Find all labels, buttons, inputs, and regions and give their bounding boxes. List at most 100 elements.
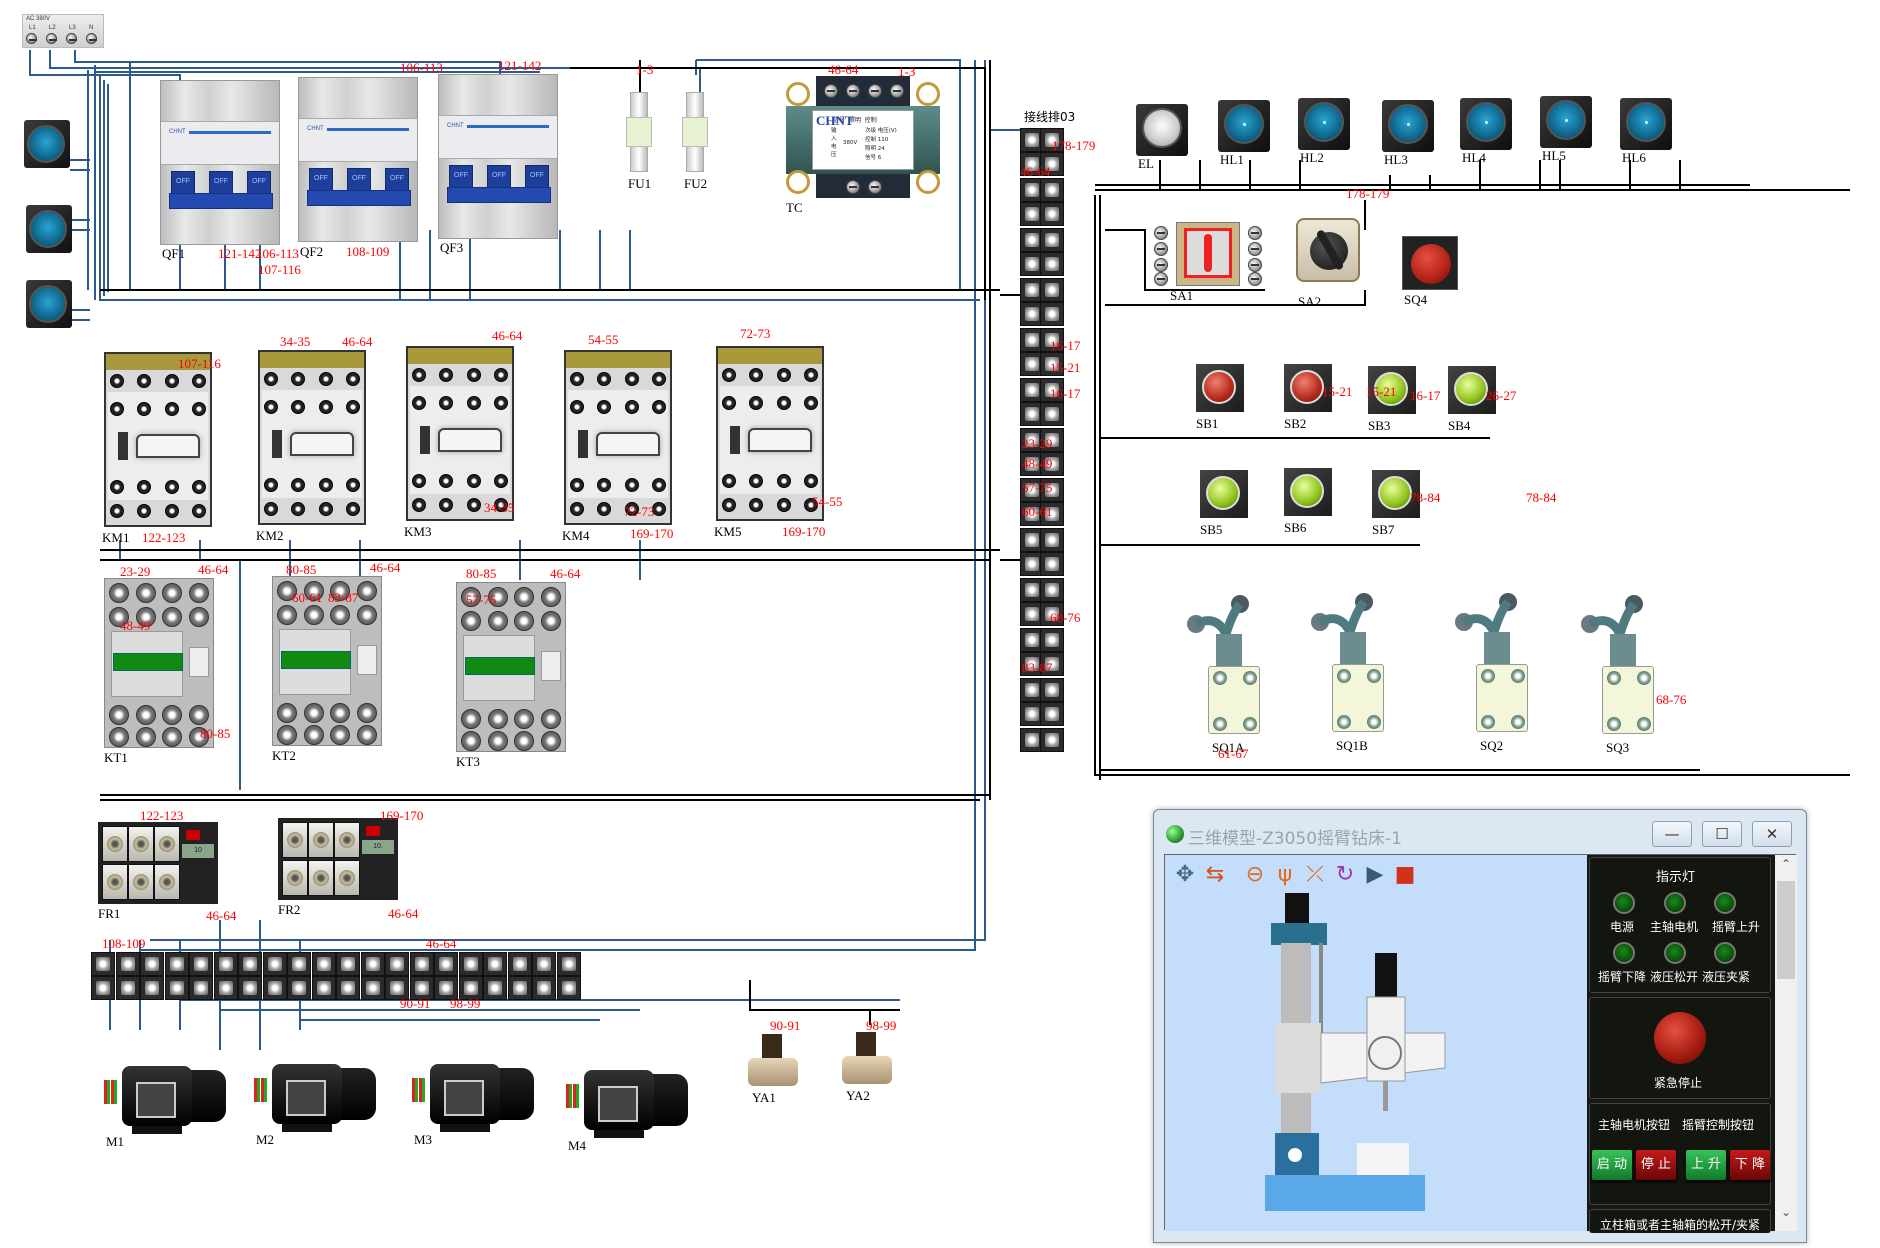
breaker-qf1[interactable]: CHNT OFF OFF OFF	[160, 80, 280, 245]
wire-tag: 1-3	[898, 64, 916, 79]
terminal-row	[722, 368, 818, 386]
breaker-qf2[interactable]: CHNT OFF OFF OFF	[298, 77, 418, 242]
emergency-stop-sq4[interactable]	[1402, 236, 1458, 290]
motor-fan-cover	[652, 1074, 688, 1126]
limit-switch-sq1b[interactable]	[1306, 592, 1390, 742]
brand-label: CHNT	[447, 123, 464, 129]
push-button-sb5[interactable]	[1200, 470, 1248, 518]
side-lamp-2[interactable]	[26, 205, 72, 253]
motor-m4[interactable]	[566, 1060, 690, 1140]
limit-switch-sq3[interactable]	[1576, 594, 1660, 744]
motor-m2[interactable]	[254, 1054, 378, 1134]
limit-switch-sq1a[interactable]	[1182, 594, 1266, 744]
push-button-sb4[interactable]	[1448, 366, 1496, 414]
solenoid-valve-ya1[interactable]	[748, 1034, 798, 1090]
side-lamp-1[interactable]	[24, 120, 70, 168]
indicator-lamp-hl5[interactable]	[1540, 96, 1592, 148]
terminal-l1: L1	[29, 25, 36, 31]
motor-m1[interactable]	[104, 1056, 228, 1136]
fuse-fu2[interactable]	[682, 82, 708, 182]
close-button[interactable]: ✕	[1752, 821, 1792, 847]
push-button-sb6[interactable]	[1284, 468, 1332, 516]
play-icon[interactable]: ▶	[1366, 862, 1384, 887]
selector-switch-sa1[interactable]	[1150, 222, 1268, 286]
solenoid-valve-ya2[interactable]	[842, 1032, 892, 1088]
indicator-lamp-hl2[interactable]	[1298, 98, 1350, 150]
terminal-block	[213, 952, 238, 976]
status-window	[596, 432, 660, 456]
wire-tag: 68-76	[1656, 692, 1687, 707]
indicator-lamp-hl6[interactable]	[1620, 98, 1672, 150]
status-window	[290, 432, 354, 456]
time-relay-kt2[interactable]	[272, 576, 382, 746]
swap-icon[interactable]: ⇆	[1205, 862, 1225, 887]
transformer-tc[interactable]: 信号 照明 控制 输入电压 380V 次级 电压(V) 控制 110 照明 24…	[786, 76, 940, 198]
terminal-row	[412, 498, 508, 516]
limit-switch-sq2[interactable]	[1450, 592, 1534, 742]
push-button-sb1[interactable]	[1196, 364, 1244, 412]
time-set-knob[interactable]	[357, 645, 377, 675]
button-label: SB1	[1196, 416, 1219, 431]
rotary-switch-sa2[interactable]	[1296, 218, 1360, 282]
indicator-lamp-hl1[interactable]	[1218, 100, 1270, 152]
terminal-block	[1040, 702, 1064, 726]
vertical-scrollbar[interactable]: ⌃ ⌄	[1775, 855, 1797, 1231]
terminal-block	[556, 976, 581, 1000]
terminal-block	[532, 976, 556, 1000]
time-relay-kt3[interactable]	[456, 582, 566, 752]
pan-icon[interactable]: ✥	[1175, 862, 1195, 887]
time-relay-kt1[interactable]	[104, 578, 214, 748]
rotate-y-icon[interactable]: ψ	[1277, 862, 1293, 887]
spindle-start-button[interactable]: 启 动	[1592, 1150, 1632, 1180]
emergency-stop-button[interactable]	[1654, 1012, 1706, 1064]
light-label: 电源	[1610, 920, 1635, 934]
contactor-km4[interactable]	[564, 350, 672, 525]
simulation-window[interactable]: 三维模型-Z3050摇臂钻床-1 — ☐ ✕ ✥⇆⊖ψ⤫↻▶■	[1153, 809, 1807, 1243]
contactor-km1[interactable]	[104, 352, 212, 527]
push-button-sb7[interactable]	[1372, 470, 1420, 518]
scroll-thumb[interactable]	[1777, 881, 1795, 979]
wire-tag: 46-64	[492, 328, 523, 343]
rotate-x-icon[interactable]: ⊖	[1245, 862, 1265, 887]
terminal-block	[1040, 278, 1064, 302]
overload-relay-fr2[interactable]: 10.	[278, 818, 398, 900]
wire-tag: 54-55	[588, 332, 619, 347]
breaker-qf3[interactable]: CHNT OFF OFF OFF	[438, 74, 558, 239]
terminal-block	[483, 952, 507, 976]
arm-down-button[interactable]: 下 降	[1730, 1150, 1770, 1180]
indicator-lamp-el[interactable]	[1136, 104, 1188, 156]
stop-icon[interactable]: ■	[1394, 862, 1416, 887]
indicator-lamp-hl3[interactable]	[1382, 100, 1434, 152]
terminal-block	[311, 976, 336, 1000]
motor-m3[interactable]	[412, 1054, 536, 1134]
minimize-button[interactable]: —	[1652, 821, 1692, 847]
side-lamp-3[interactable]	[26, 280, 72, 328]
wire-tag: 108-109	[346, 244, 390, 259]
push-button-sb3[interactable]	[1368, 366, 1416, 414]
wire-tag: 121-142	[498, 58, 542, 73]
spindle-stop-button[interactable]: 停 止	[1636, 1150, 1676, 1180]
contactor-km5[interactable]	[716, 346, 824, 521]
scroll-down-icon[interactable]: ⌄	[1780, 1205, 1792, 1219]
scroll-up-icon[interactable]: ⌃	[1780, 857, 1792, 871]
terminal-block	[1040, 652, 1064, 676]
terminal-row	[110, 480, 206, 498]
fuse-fu1[interactable]	[626, 82, 652, 182]
contact-indicator	[272, 430, 282, 458]
contactor-km2[interactable]	[258, 350, 366, 525]
reset-icon[interactable]: ↻	[1335, 862, 1355, 887]
indicator-lamp-hl4[interactable]	[1460, 98, 1512, 150]
wire-tag: 16-17	[1410, 388, 1441, 403]
time-set-knob[interactable]	[541, 651, 561, 681]
overload-relay-fr1[interactable]: 10	[98, 822, 218, 904]
terminal-block	[1040, 328, 1064, 352]
3d-viewport[interactable]: ✥ ⇆ ⊖ ψ ⤫ ↻ ▶ ■	[1165, 855, 1587, 1231]
radial-drill-model[interactable]	[1245, 893, 1485, 1223]
time-set-knob[interactable]	[189, 647, 209, 677]
rotate-z-icon[interactable]: ⤫	[1306, 862, 1324, 887]
push-button-sb2[interactable]	[1284, 364, 1332, 412]
maximize-button[interactable]: ☐	[1702, 821, 1742, 847]
contactor-km3[interactable]	[406, 346, 514, 521]
arm-up-button[interactable]: 上 升	[1686, 1150, 1726, 1180]
wire-tag: 169-170	[782, 524, 826, 539]
